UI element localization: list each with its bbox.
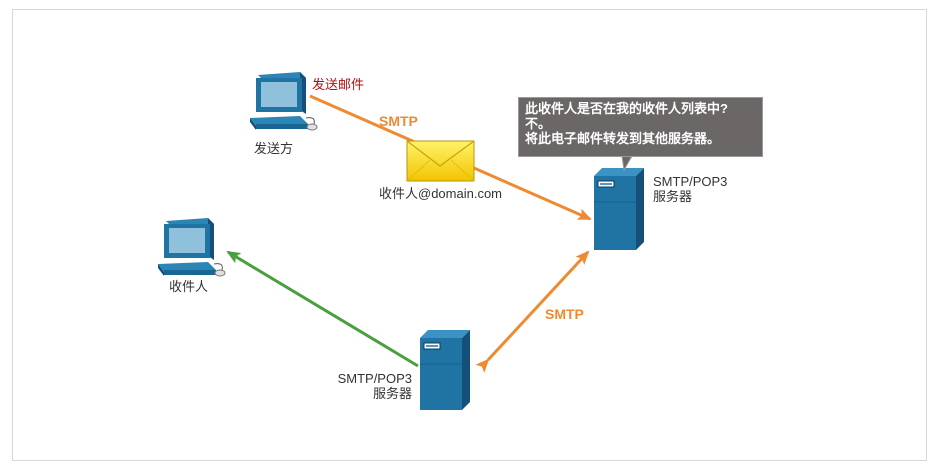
envelope-address-label: 收件人@domain.com: [379, 186, 503, 201]
bubble-line-action: 将此电子邮件转发到其他服务器。: [525, 131, 721, 146]
server-top-name: 服务器: [653, 189, 693, 204]
envelope-icon: [406, 140, 475, 182]
server-top-label: SMTP/POP3 服务器: [653, 174, 727, 204]
server-bottom-label: SMTP/POP3 服务器: [328, 371, 412, 401]
smtp-arrow-between-servers: [475, 250, 590, 373]
delivery-arrow-to-recipient: [226, 250, 419, 368]
recipient-computer-icon: [158, 218, 226, 277]
server-bottom-protocol: SMTP/POP3: [337, 371, 412, 386]
sender-label: 发送方: [254, 141, 294, 156]
bubble-line-question: 此收件人是否在我的收件人列表中?: [525, 101, 728, 116]
server-top-icon: [594, 168, 644, 250]
sender-computer-icon: [250, 72, 318, 131]
smtp-label-upper: SMTP: [379, 113, 418, 129]
speech-bubble: 此收件人是否在我的收件人列表中? 不。 将此电子邮件转发到其他服务器。: [518, 97, 763, 157]
speech-bubble-pointer: [621, 155, 633, 172]
recipient-label: 收件人: [169, 279, 209, 294]
server-bottom-name: 服务器: [372, 386, 412, 401]
server-bottom-icon: [420, 330, 470, 410]
send-email-label: 发送邮件: [312, 77, 365, 92]
bubble-line-answer: 不。: [525, 116, 552, 131]
server-top-protocol: SMTP/POP3: [653, 174, 728, 189]
smtp-label-lower: SMTP: [545, 306, 584, 322]
